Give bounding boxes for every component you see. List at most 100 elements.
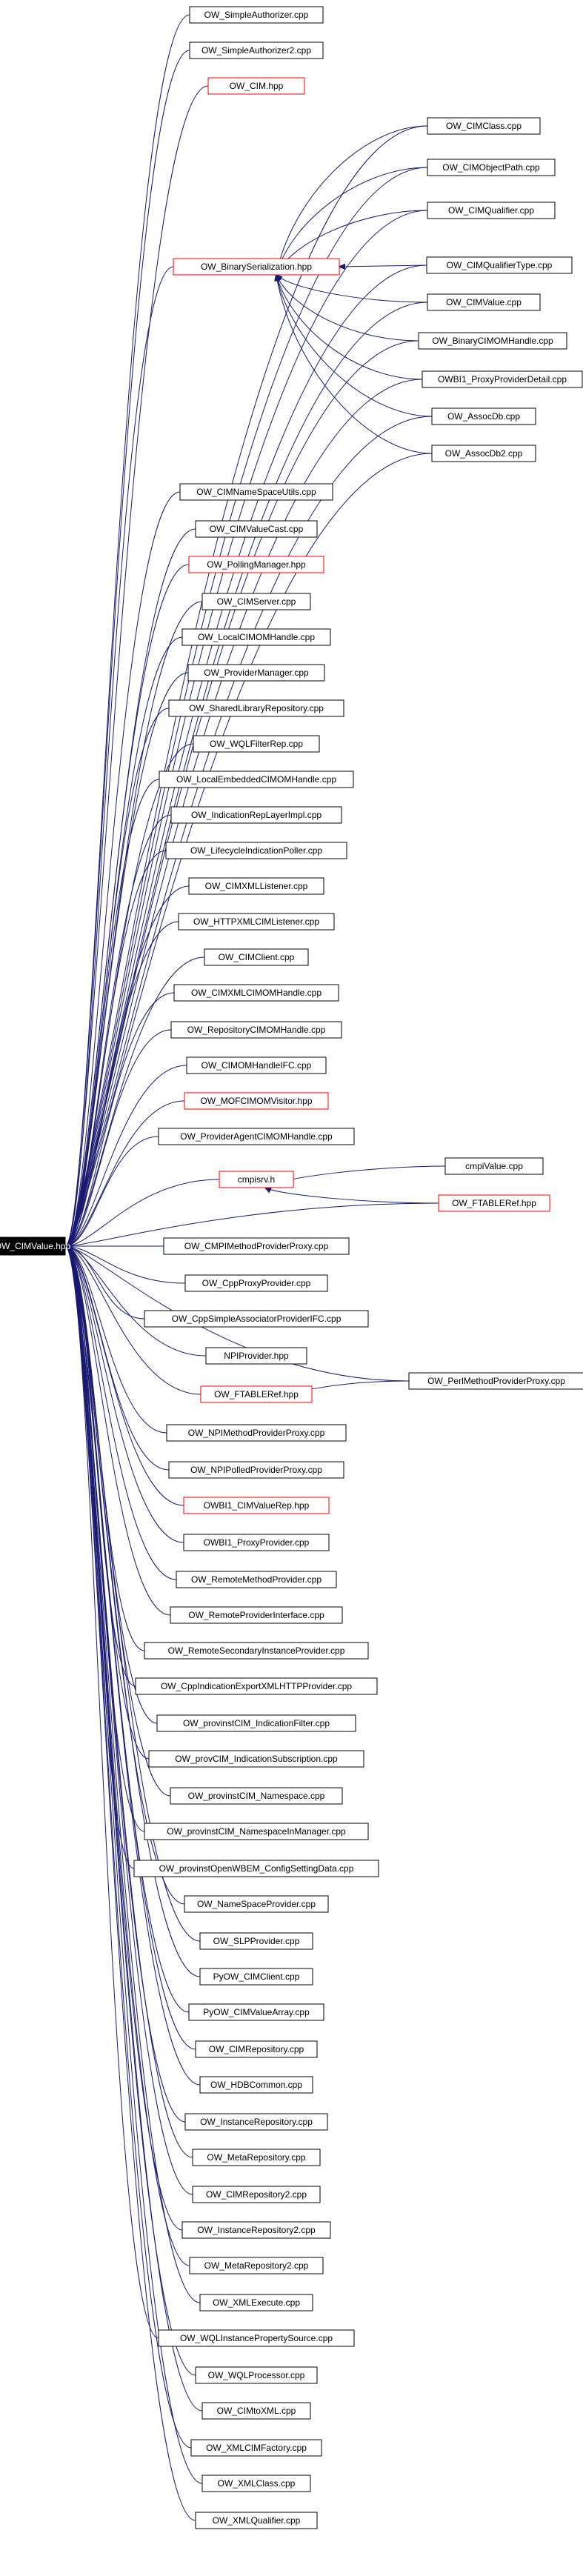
node-n59[interactable]: OW_CIMRepository.cpp — [195, 2040, 318, 2058]
edge-n72-to-n_root — [65, 1246, 196, 2521]
node-label: OW_CppIndicationExportXMLHTTPProvider.cp… — [161, 1681, 352, 1691]
node-n54[interactable]: OW_provinstOpenWBEM_ConfigSettingData.cp… — [133, 1860, 379, 1877]
node-n61[interactable]: OW_InstanceRepository.cpp — [184, 2113, 328, 2131]
edge-n39-to-n_root — [65, 1246, 207, 1357]
node-n57[interactable]: PyOW_CIMClient.cpp — [199, 1968, 313, 1986]
node-n33[interactable]: cmpisrv.h — [219, 1171, 294, 1188]
node-n52[interactable]: OW_provinstCIM_Namespace.cpp — [170, 1787, 343, 1805]
node-box — [170, 1021, 342, 1039]
node-n30[interactable]: OW_CIMOMHandleIFC.cpp — [186, 1056, 327, 1074]
node-n29[interactable]: OW_RepositoryCIMOMHandle.cpp — [170, 1021, 342, 1039]
node-label: OW_CIMServer.cpp — [217, 596, 296, 607]
node-n48[interactable]: OW_RemoteSecondaryInstanceProvider.cpp — [144, 1642, 369, 1660]
node-n15[interactable]: OW_CIMValueCast.cpp — [195, 520, 318, 538]
node-n25[interactable]: OW_CIMXMLListener.cpp — [188, 877, 324, 895]
node-n27[interactable]: OW_CIMClient.cpp — [204, 948, 309, 966]
node-n28[interactable]: OW_CIMXMLCIMOMHandle.cpp — [173, 984, 339, 1002]
node-n35[interactable]: OW_FTABLERef.hpp — [438, 1194, 550, 1212]
node-n9[interactable]: OW_CIMValue.cpp — [427, 293, 541, 311]
node-n68[interactable]: OW_WQLProcessor.cpp — [195, 2366, 318, 2384]
node-n36[interactable]: OW_CMPIMethodProviderProxy.cpp — [163, 1237, 350, 1255]
node-n46[interactable]: OW_RemoteMethodProvider.cpp — [176, 1571, 337, 1588]
node-n58[interactable]: PyOW_CIMValueArray.cpp — [188, 2003, 324, 2021]
node-label: OW_CIMXMLCIMOMHandle.cpp — [191, 988, 322, 998]
node-n47[interactable]: OW_RemoteProviderInterface.cpp — [170, 1606, 343, 1624]
edge-n31-to-n_root — [65, 1100, 185, 1246]
node-box — [195, 2366, 318, 2384]
node-label: PyOW_CIMValueArray.cpp — [203, 2007, 310, 2017]
node-n65[interactable]: OW_MetaRepository2.cpp — [189, 2257, 324, 2274]
node-n14[interactable]: OW_CIMNameSpaceUtils.cpp — [179, 483, 333, 501]
node-n60[interactable]: OW_HDBCommon.cpp — [199, 2076, 313, 2094]
node-n34[interactable]: cmpiValue.cpp — [444, 1157, 544, 1175]
node-n4[interactable]: OW_CIMClass.cpp — [427, 117, 541, 135]
node-n71[interactable]: OW_XMLClass.cpp — [201, 2475, 311, 2492]
node-n38[interactable]: OW_CppSimpleAssociatorProviderIFC.cpp — [144, 1310, 369, 1328]
node-n23[interactable]: OW_IndicationRepLayerImpl.cpp — [170, 806, 342, 824]
node-box — [193, 735, 320, 753]
node-n70[interactable]: OW_XMLCIMFactory.cpp — [190, 2439, 322, 2457]
node-n21[interactable]: OW_WQLFilterRep.cpp — [193, 735, 320, 753]
edge-n40-to-n_root — [65, 1246, 201, 1395]
node-n39[interactable]: NPIProvider.hpp — [205, 1347, 307, 1365]
node-n37[interactable]: OW_CppProxyProvider.cpp — [184, 1274, 328, 1292]
node-n66[interactable]: OW_XMLExecute.cpp — [199, 2294, 313, 2312]
node-n67[interactable]: OW_WQLInstancePropertySource.cpp — [158, 2329, 355, 2347]
node-n63[interactable]: OW_CIMRepository2.cpp — [192, 2186, 321, 2203]
node-n42[interactable]: OW_NPIMethodProviderProxy.cpp — [166, 1424, 347, 1442]
node-box — [190, 2439, 322, 2457]
edge-n12-to-n7 — [276, 275, 433, 417]
node-n11[interactable]: OWBI1_ProxyProviderDetail.cpp — [422, 370, 583, 388]
node-n8[interactable]: OW_CIMQualifierType.cpp — [426, 256, 573, 274]
node-n17[interactable]: OW_CIMServer.cpp — [201, 593, 311, 610]
node-n44[interactable]: OWBI1_CIMValueRep.hpp — [183, 1497, 330, 1514]
node-n56[interactable]: OW_SLPProvider.cpp — [199, 1932, 313, 1950]
node-n10[interactable]: OW_BinaryCIMOMHandle.cpp — [418, 332, 567, 350]
node-box — [170, 1606, 343, 1624]
node-n16[interactable]: OW_PollingManager.hpp — [188, 556, 324, 573]
node-n7[interactable]: OW_BinarySerialization.hpp — [173, 258, 340, 276]
node-box — [170, 806, 342, 824]
node-label: OW_AssocDb.cpp — [447, 411, 520, 422]
node-n31[interactable]: OW_MOFCIMOMVisitor.hpp — [184, 1092, 329, 1110]
node-n1[interactable]: OW_SimpleAuthorizer.cpp — [189, 6, 324, 24]
node-n69[interactable]: OW_CIMtoXML.cpp — [201, 2402, 311, 2420]
node-n_root[interactable]: OW_CIMValue.hpp — [0, 1237, 71, 1256]
node-n6[interactable]: OW_CIMQualifier.cpp — [427, 202, 556, 219]
node-n24[interactable]: OW_LifecycleIndicationPoller.cpp — [165, 842, 347, 859]
node-box — [168, 699, 344, 717]
node-n41[interactable]: OW_PerlMethodProviderProxy.cpp — [408, 1372, 583, 1390]
node-n5[interactable]: OW_CIMObjectPath.cpp — [427, 159, 556, 176]
node-n2[interactable]: OW_SimpleAuthorizer2.cpp — [189, 41, 324, 59]
node-n22[interactable]: OW_LocalEmbeddedCIMOMHandle.cpp — [159, 771, 354, 788]
node-n40[interactable]: OW_FTABLERef.hpp — [200, 1385, 313, 1403]
edge-n63-to-n_root — [65, 1246, 193, 2195]
node-n20[interactable]: OW_SharedLibraryRepository.cpp — [168, 699, 344, 717]
node-box — [426, 256, 573, 274]
node-label: OW_CMPIMethodProviderProxy.cpp — [184, 1241, 329, 1251]
edge-n30-to-n_root — [65, 1065, 187, 1246]
node-n26[interactable]: OW_HTTPXMLCIMListener.cpp — [178, 913, 335, 931]
node-label: OW_provCIM_IndicationSubscription.cpp — [175, 1754, 338, 1764]
node-label: OW_InstanceRepository.cpp — [200, 2117, 313, 2127]
node-n53[interactable]: OW_provinstCIM_NamespaceInManager.cpp — [144, 1823, 369, 1840]
node-n18[interactable]: OW_LocalCIMOMHandle.cpp — [181, 628, 331, 646]
node-n62[interactable]: OW_MetaRepository.cpp — [192, 2149, 321, 2166]
node-n13[interactable]: OW_AssocDb2.cpp — [431, 445, 536, 462]
node-n43[interactable]: OW_NPIPolledProviderProxy.cpp — [168, 1461, 344, 1479]
node-n45[interactable]: OWBI1_ProxyProvider.cpp — [183, 1534, 330, 1551]
node-n3[interactable]: OW_CIM.hpp — [207, 77, 305, 95]
node-box — [144, 1823, 369, 1840]
node-box — [166, 1424, 347, 1442]
node-label: OW_CppSimpleAssociatorProviderIFC.cpp — [172, 1314, 342, 1324]
node-box — [184, 1895, 329, 1913]
node-n72[interactable]: OW_XMLQualifier.cpp — [195, 2512, 318, 2529]
node-n19[interactable]: OW_ProviderManager.cpp — [187, 664, 325, 682]
node-n49[interactable]: OW_CppIndicationExportXMLHTTPProvider.cp… — [135, 1677, 378, 1695]
node-n64[interactable]: OW_InstanceRepository2.cpp — [181, 2221, 331, 2239]
node-n55[interactable]: OW_NameSpaceProvider.cpp — [184, 1895, 329, 1913]
node-n50[interactable]: OW_provinstCIM_IndicationFilter.cpp — [156, 1714, 356, 1732]
node-n32[interactable]: OW_ProviderAgentCIMOMHandle.cpp — [158, 1128, 355, 1145]
node-n12[interactable]: OW_AssocDb.cpp — [431, 407, 536, 425]
node-n51[interactable]: OW_provCIM_IndicationSubscription.cpp — [148, 1750, 364, 1768]
